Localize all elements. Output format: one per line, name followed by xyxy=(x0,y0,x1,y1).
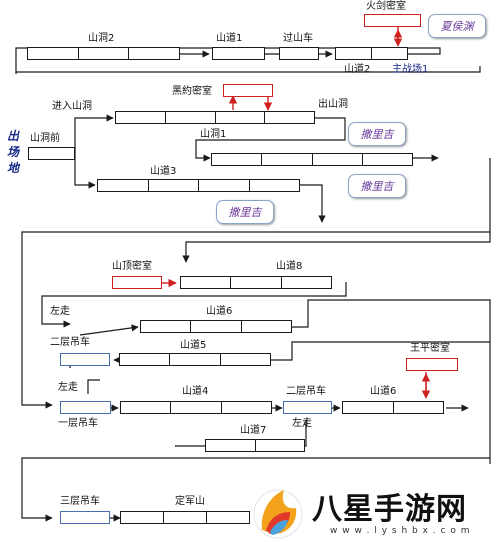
label-huojian: 火剑密室 xyxy=(366,1,406,12)
label-shandao2: 山道2 xyxy=(344,64,371,75)
label-erceng-2: 二层吊车 xyxy=(286,386,326,397)
label-zuozou-1: 左走 xyxy=(50,306,70,317)
label-guoshanche: 过山车 xyxy=(283,33,313,44)
segment-shandao3 xyxy=(97,179,300,192)
label-erceng-1: 二层吊车 xyxy=(50,337,90,348)
label-dingjunshan: 定军山 xyxy=(175,496,205,507)
segment-yiceng xyxy=(60,401,111,414)
segment-erceng2 xyxy=(283,401,332,414)
label-chuchang: 出场地 xyxy=(6,129,19,175)
segment-shandao6a xyxy=(140,320,292,333)
segment-shandao8 xyxy=(180,276,332,289)
label-shandao7: 山道7 xyxy=(240,425,267,436)
label-shandao8: 山道8 xyxy=(276,261,303,272)
label-shandao6b: 山道6 xyxy=(370,386,397,397)
boss-tag-saliji-3: 撒里吉 xyxy=(216,200,274,224)
label-jinru: 进入山洞 xyxy=(52,101,92,112)
room-heiyue xyxy=(223,84,273,97)
label-shandao6a: 山道6 xyxy=(206,306,233,317)
label-heiyue: 黑約密室 xyxy=(172,86,212,97)
segment-erceng1 xyxy=(60,353,110,366)
label-chushan: 出山洞 xyxy=(318,99,348,110)
label-shandao3: 山道3 xyxy=(150,166,177,177)
segment-sanceng xyxy=(60,511,110,524)
label-shandongqian: 山洞前 xyxy=(30,133,60,144)
segment-shandao5 xyxy=(119,353,271,366)
segment-shandao1 xyxy=(212,47,265,60)
boss-tag-saliji-1: 撒里吉 xyxy=(348,122,406,146)
segment-shandao6b xyxy=(342,401,444,414)
boss-tag-saliji-2: 撒里吉 xyxy=(348,174,406,198)
label-shandong2: 山洞2 xyxy=(88,33,115,44)
watermark-url: w w w . l y s h b x . c o m xyxy=(330,526,471,536)
room-wangping xyxy=(406,358,458,371)
label-shandong1: 山洞1 xyxy=(200,129,227,140)
segment-guoshanche xyxy=(279,47,319,60)
label-shandao5: 山道5 xyxy=(180,340,207,351)
label-shanding: 山顶密室 xyxy=(112,261,152,272)
watermark-logo xyxy=(253,489,303,539)
segment-shandao7 xyxy=(205,439,305,452)
segment-shandao4 xyxy=(120,401,272,414)
label-zhuzhanchang: 主战场1 xyxy=(392,64,429,75)
watermark-text: 八星手游网 xyxy=(312,492,467,527)
label-shandao1: 山道1 xyxy=(216,33,243,44)
label-zuozou-2: 左走 xyxy=(58,382,78,393)
room-huojian xyxy=(364,14,421,27)
label-wangping: 王平密室 xyxy=(410,343,450,354)
segment-shandongqian xyxy=(28,147,75,160)
label-yiceng: 一层吊车 xyxy=(58,418,98,429)
segment-shandong2 xyxy=(27,47,180,60)
segment-dingjunshan xyxy=(120,511,250,524)
label-sanceng: 三层吊车 xyxy=(60,496,100,507)
boss-tag-xiahoudun: 夏侯渊 xyxy=(428,14,486,38)
label-zuozou-3: 左走 xyxy=(292,418,312,429)
label-shandao4: 山道4 xyxy=(182,386,209,397)
room-shanding xyxy=(112,276,162,289)
segment-shandao2 xyxy=(335,47,408,60)
segment-shandong1 xyxy=(211,153,413,166)
segment-shandong-upper xyxy=(115,111,315,124)
